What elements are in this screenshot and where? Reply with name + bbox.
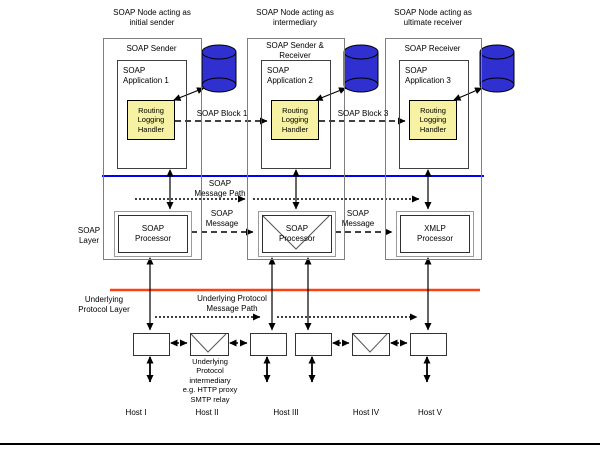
host-box-6 [410, 333, 447, 356]
host-label-5: Host V [417, 408, 442, 417]
handler2-database-arrow [315, 87, 347, 101]
app1-label: SOAP Application 1 [123, 66, 169, 85]
handler1-box: Routing Logging Handler [127, 100, 175, 140]
soap-message-label-right: SOAP Message [341, 209, 375, 228]
soap-message-label-left: SOAP Message [205, 209, 239, 228]
database-icon-2 [343, 44, 379, 93]
processor2-box: SOAP Processor [258, 211, 336, 257]
host-box-5-intermediary [352, 333, 390, 356]
host-box-1 [133, 333, 170, 356]
node3-title: SOAP Receiver [404, 44, 461, 53]
intermediary-note: Underlying Protocol intermediary e.g. HT… [182, 357, 238, 404]
node2-box [247, 38, 345, 260]
node2-role-label: SOAP Node acting as intermediary [256, 8, 334, 27]
soap-message-path-label: SOAP Message Path [194, 179, 246, 198]
host-label-1: Host I [125, 408, 147, 417]
processor1-box: SOAP Processor [114, 211, 192, 257]
soap-layer-label: SOAP Layer [77, 226, 101, 245]
handler3-box: Routing Logging Handler [409, 100, 457, 140]
host-label-3: Host III [273, 408, 299, 417]
database-icon-1 [201, 44, 237, 93]
processor3-label: XMLP Processor [400, 215, 470, 253]
soap-block-3-label: SOAP Block 3 [337, 109, 389, 118]
processor1-label: SOAP Processor [118, 215, 188, 253]
app1-box [117, 60, 187, 169]
node1-role-label: SOAP Node acting as initial sender [113, 8, 191, 27]
database-icon-3 [479, 44, 515, 93]
app3-box [399, 60, 469, 169]
envelope-icon-host2 [190, 333, 227, 353]
underlying-message-path-label: Underlying Protocol Message Path [197, 294, 267, 313]
envelope-icon-host5 [352, 333, 388, 353]
host-box-3 [250, 333, 287, 356]
handler1-database-arrow [173, 87, 205, 101]
node3-box [385, 38, 482, 260]
node3-role-label: SOAP Node acting as ultimate receiver [394, 8, 472, 27]
handler2-box: Routing Logging Handler [271, 100, 319, 140]
host-label-2: Host II [195, 408, 219, 417]
node2-title: SOAP Sender & Receiver [266, 41, 324, 60]
app2-label: SOAP Application 2 [267, 66, 313, 85]
processor3-box: XMLP Processor [396, 211, 474, 257]
node1-box [103, 38, 202, 260]
host-label-4: Host IV [352, 408, 380, 417]
soap-block-1-label: SOAP Block 1 [196, 109, 248, 118]
processor2-label: SOAP Processor [262, 215, 332, 253]
envelope-icon-processor2 [262, 215, 330, 250]
host-box-2-intermediary [190, 333, 229, 356]
host-box-4 [295, 333, 332, 356]
underlying-layer-label: Underlying Protocol Layer [78, 295, 130, 314]
app3-label: SOAP Application 3 [405, 66, 451, 85]
node1-title: SOAP Sender [126, 44, 177, 53]
app2-box [261, 60, 331, 169]
